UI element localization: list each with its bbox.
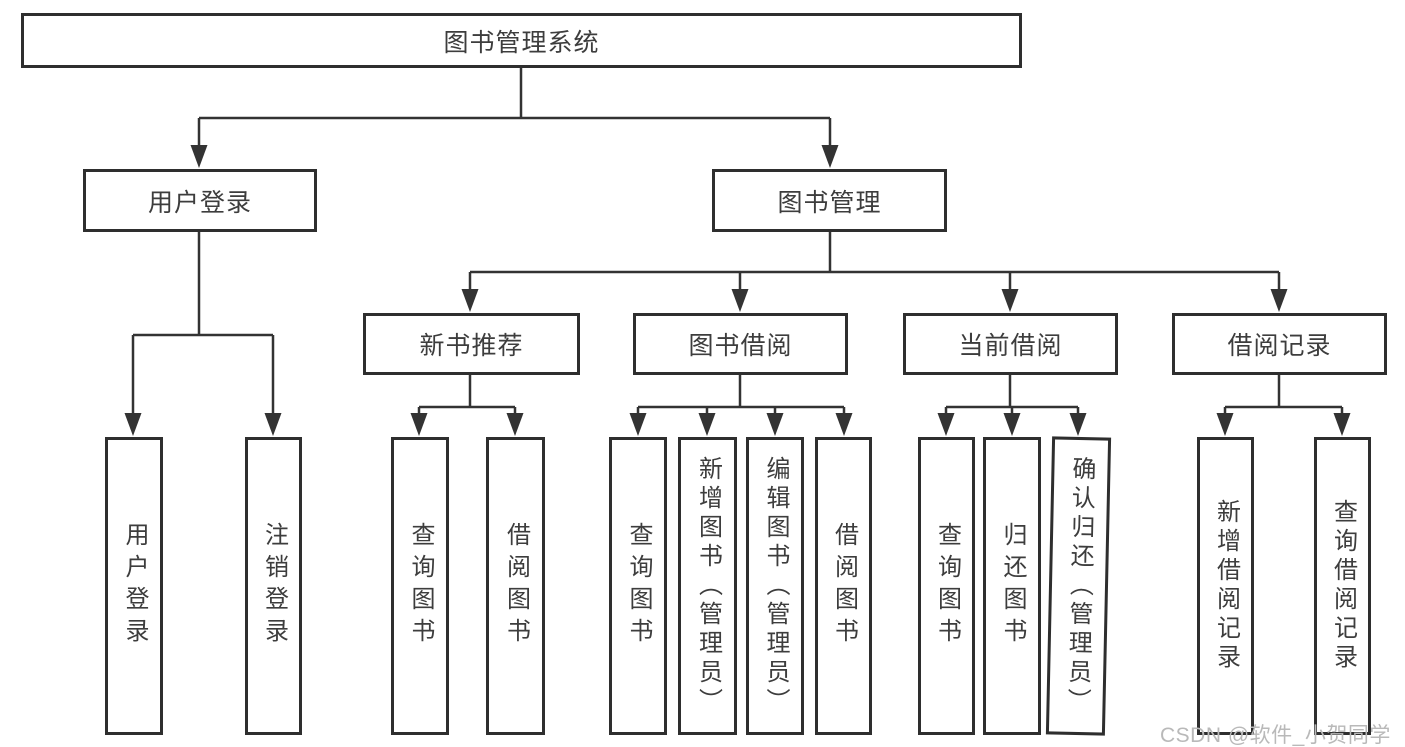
leaf-nbr-borrow-books-label: 借阅图书: [502, 522, 530, 650]
node-new-book-recommendation: 新书推荐: [363, 313, 580, 375]
leaf-bb-query-books: 查询图书: [609, 437, 667, 735]
node-book-management: 图书管理: [712, 169, 947, 232]
leaf-user-login-label: 用户登录: [121, 522, 148, 650]
leaf-user-login: 用户登录: [105, 437, 163, 735]
leaf-cb-confirm-return-admin-label: 确认归还（管理员）: [1062, 455, 1096, 717]
watermark: CSDN @软件_小贺同学: [1160, 724, 1391, 747]
leaf-br-query-record: 查询借阅记录: [1314, 437, 1371, 735]
leaf-bb-edit-books-admin: 编辑图书（管理员）: [746, 437, 804, 735]
leaf-logout: 注销登录: [245, 437, 302, 735]
leaf-br-query-record-label: 查询借阅记录: [1329, 499, 1357, 673]
leaf-cb-confirm-return-admin: 确认归还（管理员）: [1045, 436, 1112, 736]
leaf-logout-label: 注销登录: [260, 522, 288, 650]
leaf-bb-borrow-books: 借阅图书: [815, 437, 872, 735]
leaf-cb-query-books: 查询图书: [918, 437, 975, 735]
leaf-br-add-record-label: 新增借阅记录: [1212, 499, 1240, 673]
leaf-br-add-record: 新增借阅记录: [1197, 437, 1254, 735]
leaf-bb-add-books-admin: 新增图书（管理员）: [678, 437, 737, 735]
leaf-nbr-borrow-books: 借阅图书: [486, 437, 545, 735]
node-root: 图书管理系统: [21, 13, 1022, 68]
node-user-login: 用户登录: [83, 169, 317, 232]
node-current-borrowing: 当前借阅: [903, 313, 1118, 375]
leaf-cb-return-books-label: 归还图书: [999, 522, 1026, 650]
leaf-bb-query-books-label: 查询图书: [625, 522, 652, 650]
leaf-bb-add-books-admin-label: 新增图书（管理员）: [694, 455, 722, 717]
leaf-nbr-query-books: 查询图书: [391, 437, 449, 735]
leaf-bb-edit-books-admin-label: 编辑图书（管理员）: [762, 455, 789, 717]
node-borrowing-records: 借阅记录: [1172, 313, 1387, 375]
leaf-cb-query-books-label: 查询图书: [933, 522, 961, 650]
leaf-cb-return-books: 归还图书: [983, 437, 1041, 735]
node-book-borrowing: 图书借阅: [633, 313, 848, 375]
leaf-bb-borrow-books-label: 借阅图书: [830, 522, 858, 650]
leaf-nbr-query-books-label: 查询图书: [407, 522, 434, 650]
